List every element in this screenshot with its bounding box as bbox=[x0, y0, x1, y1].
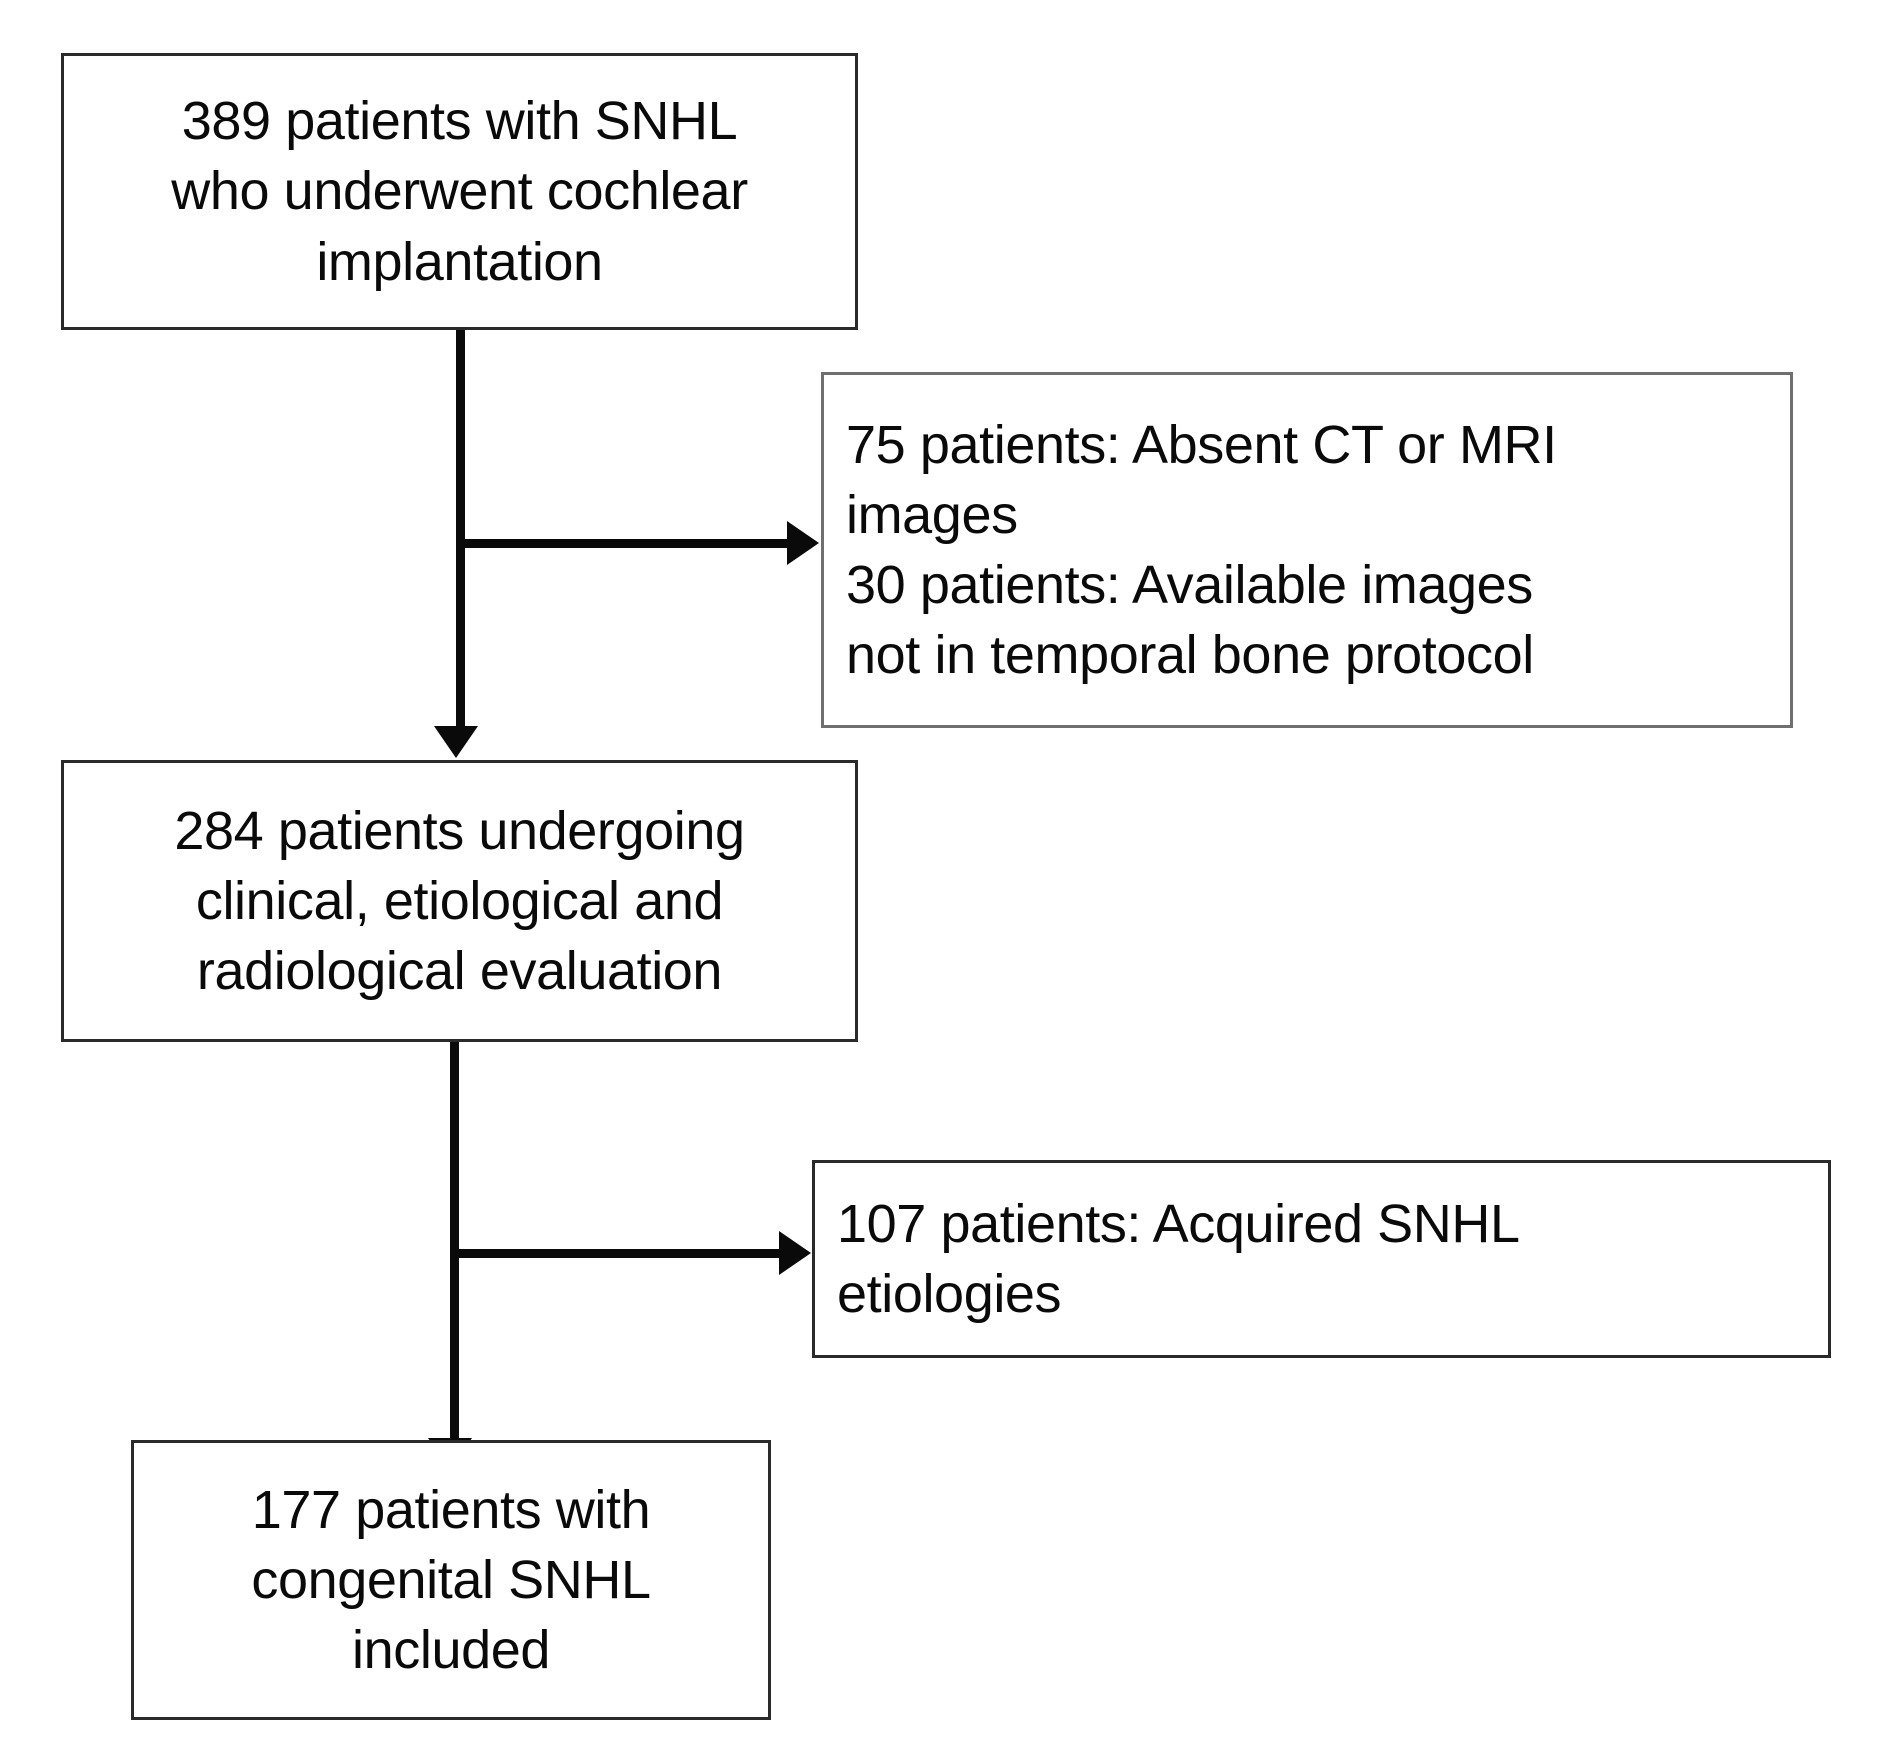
arrowhead-right-icon-evaluation-to-excluded-2 bbox=[779, 1231, 811, 1275]
connector-start-to-excluded-1-line bbox=[456, 539, 790, 548]
flow-node-start-label: 389 patients with SNHL who underwent coc… bbox=[171, 91, 748, 292]
connector-evaluation-to-excluded-2-line bbox=[450, 1249, 782, 1258]
flow-node-excluded-imaging: 75 patients: Absent CT or MRI images 30 … bbox=[821, 372, 1793, 728]
flow-node-excluded-imaging-label: 75 patients: Absent CT or MRI images 30 … bbox=[846, 414, 1557, 686]
arrowhead-right-icon-start-to-excluded-1 bbox=[787, 521, 819, 565]
flow-node-included-label: 177 patients with congenital SNHL includ… bbox=[251, 1479, 651, 1681]
flow-node-evaluation-label: 284 patients undergoing clinical, etiolo… bbox=[174, 800, 745, 1002]
flow-node-evaluation: 284 patients undergoing clinical, etiolo… bbox=[61, 760, 858, 1042]
connector-evaluation-to-included-line bbox=[450, 1042, 459, 1442]
connector-start-to-evaluation-line bbox=[456, 330, 465, 728]
flow-node-start: 389 patients with SNHL who underwent coc… bbox=[61, 53, 858, 330]
flow-node-excluded-acquired-label: 107 patients: Acquired SNHL etiologies bbox=[837, 1193, 1520, 1324]
arrowhead-down-icon-start-to-evaluation bbox=[434, 726, 478, 758]
flow-node-excluded-acquired: 107 patients: Acquired SNHL etiologies bbox=[812, 1160, 1831, 1358]
flow-node-included: 177 patients with congenital SNHL includ… bbox=[131, 1440, 771, 1720]
